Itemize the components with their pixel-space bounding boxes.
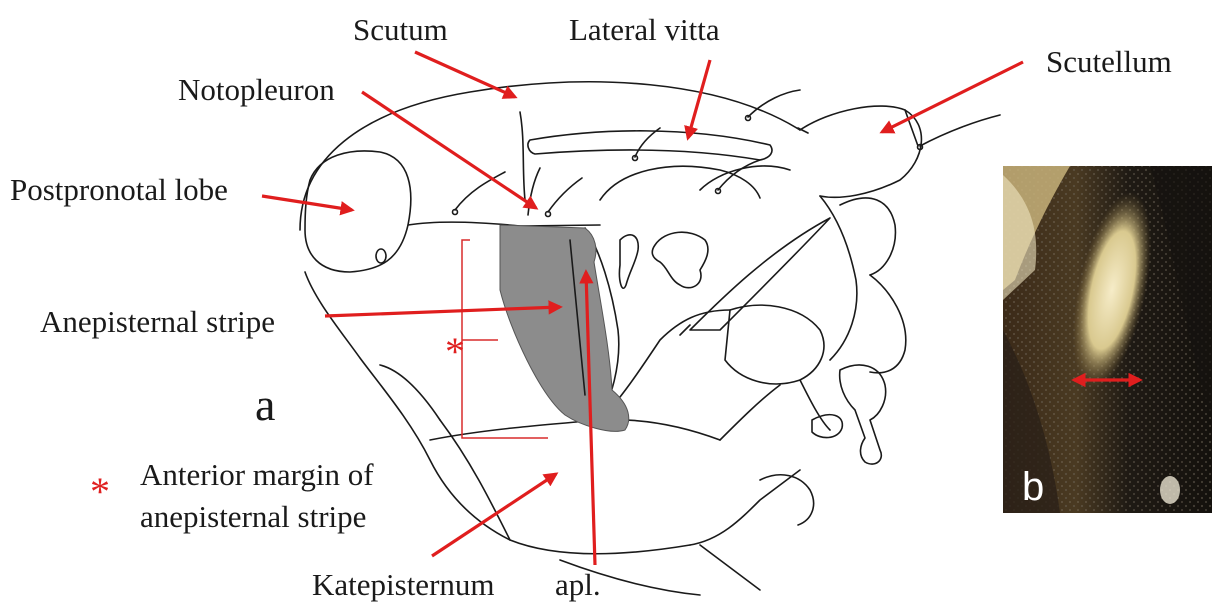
annotation-arrows [262,52,1023,565]
label-apl: apl. [555,567,601,602]
label-lateral-vitta: Lateral vitta [569,12,720,47]
label-anepisternal-stripe: Anepisternal stripe [40,304,275,339]
arrow-scutum [415,52,515,97]
arrow-notopleuron [362,92,536,208]
arrow-scutellum [882,62,1023,132]
legend-line-2: anepisternal stripe [140,499,366,534]
label-scutellum: Scutellum [1046,44,1172,79]
label-katepisternum: Katepisternum [312,567,495,602]
label-postpronotal-lobe: Postpronotal lobe [10,172,228,207]
thorax-outline [300,82,1000,595]
legend-line-1: Anterior margin of [140,457,374,492]
label-notopleuron: Notopleuron [178,72,335,107]
photo-panel-b: b [1003,166,1212,513]
panel-a-label: a [255,379,275,430]
label-scutum: Scutum [353,12,448,47]
arrow-katepisternum [432,474,556,556]
asterisk-marker: * [445,329,465,374]
arrow-lateral-vitta [688,60,710,138]
anepisternal-stripe-shape [500,225,629,431]
legend-asterisk: * [90,469,110,514]
panel-b-label: b [1022,465,1044,509]
